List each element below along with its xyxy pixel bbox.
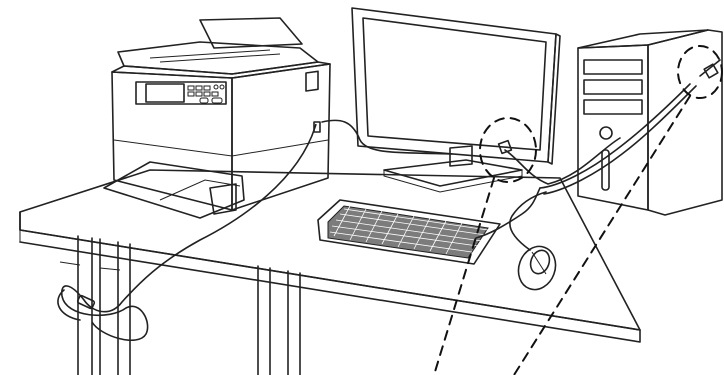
printer-control-panel <box>136 82 226 104</box>
keyboard <box>318 200 500 264</box>
drive-bay-2 <box>584 80 642 94</box>
mouse-body <box>513 241 562 295</box>
callout-leader-monitor <box>434 178 494 375</box>
monitor-screen <box>363 18 546 150</box>
drive-bay-1 <box>584 60 642 74</box>
monitor <box>352 8 560 192</box>
printer-side <box>232 64 330 210</box>
tower-front <box>578 45 648 210</box>
power-button-icon <box>600 127 612 139</box>
tower-top <box>578 30 708 48</box>
mouse <box>513 241 562 295</box>
printer <box>104 18 330 218</box>
printer-front <box>112 72 232 210</box>
drive-bay-3 <box>584 100 642 114</box>
desk <box>20 170 640 375</box>
printer-lcd <box>146 84 184 102</box>
printer-body-top <box>112 62 330 78</box>
tower-cable-lock-callout <box>678 46 722 98</box>
monitor-bezel <box>352 8 556 162</box>
desk-legs <box>60 236 300 375</box>
printer-side-port <box>306 71 318 91</box>
